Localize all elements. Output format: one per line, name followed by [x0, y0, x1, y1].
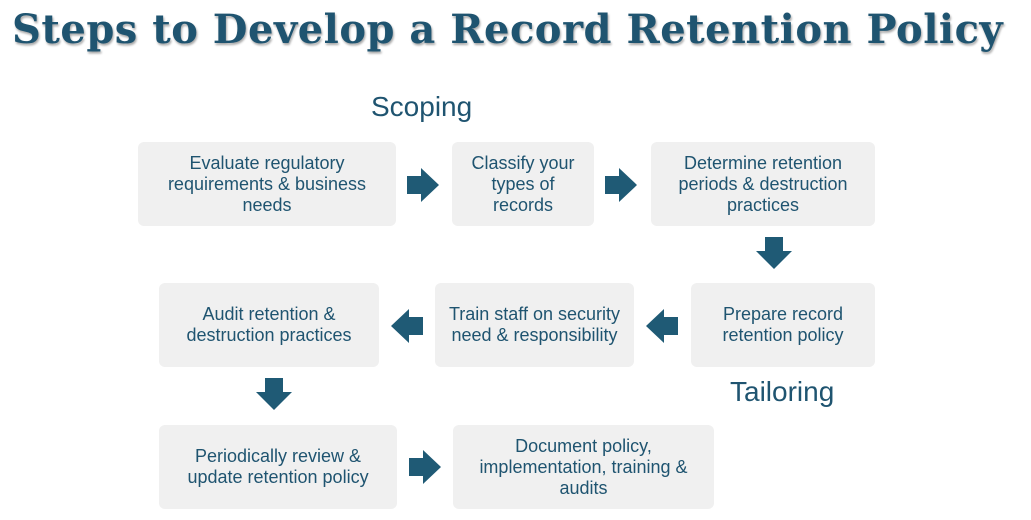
arrow-right-icon	[407, 168, 439, 202]
step-label: Classify your types of records	[471, 152, 575, 215]
phase-label-tailoring: Tailoring	[730, 376, 835, 407]
step-label: Prepare record retention policy	[722, 304, 844, 345]
step-label: Audit retention & destruction practices	[186, 304, 352, 345]
page-title: Steps to Develop a Record Retention Poli…	[12, 6, 1004, 53]
arrow-down-icon	[256, 378, 292, 410]
step-box-evaluate: Evaluate regulatory requirements & busin…	[138, 142, 396, 226]
step-label: Determine retention periods & destructio…	[678, 152, 848, 215]
step-box-train: Train staff on security need & responsib…	[435, 283, 634, 367]
arrow-left-icon	[391, 309, 423, 343]
step-box-review: Periodically review & update retention p…	[159, 425, 397, 509]
arrow-right-icon	[409, 450, 441, 484]
step-label: Evaluate regulatory requirements & busin…	[167, 152, 367, 215]
phase-label-scoping: Scoping	[371, 91, 473, 122]
step-label: Train staff on security need & responsib…	[448, 304, 621, 345]
arrow-left-icon	[646, 309, 678, 343]
step-label: Periodically review & update retention p…	[187, 446, 369, 487]
arrow-down-icon	[756, 237, 792, 269]
step-box-audit: Audit retention & destruction practices	[159, 283, 379, 367]
step-box-prepare: Prepare record retention policy	[691, 283, 875, 367]
step-label: Document policy, implementation, trainin…	[479, 435, 688, 498]
step-box-determine: Determine retention periods & destructio…	[651, 142, 875, 226]
step-box-document: Document policy, implementation, trainin…	[453, 425, 714, 509]
step-box-classify: Classify your types of records	[452, 142, 594, 226]
arrow-right-icon	[605, 168, 637, 202]
